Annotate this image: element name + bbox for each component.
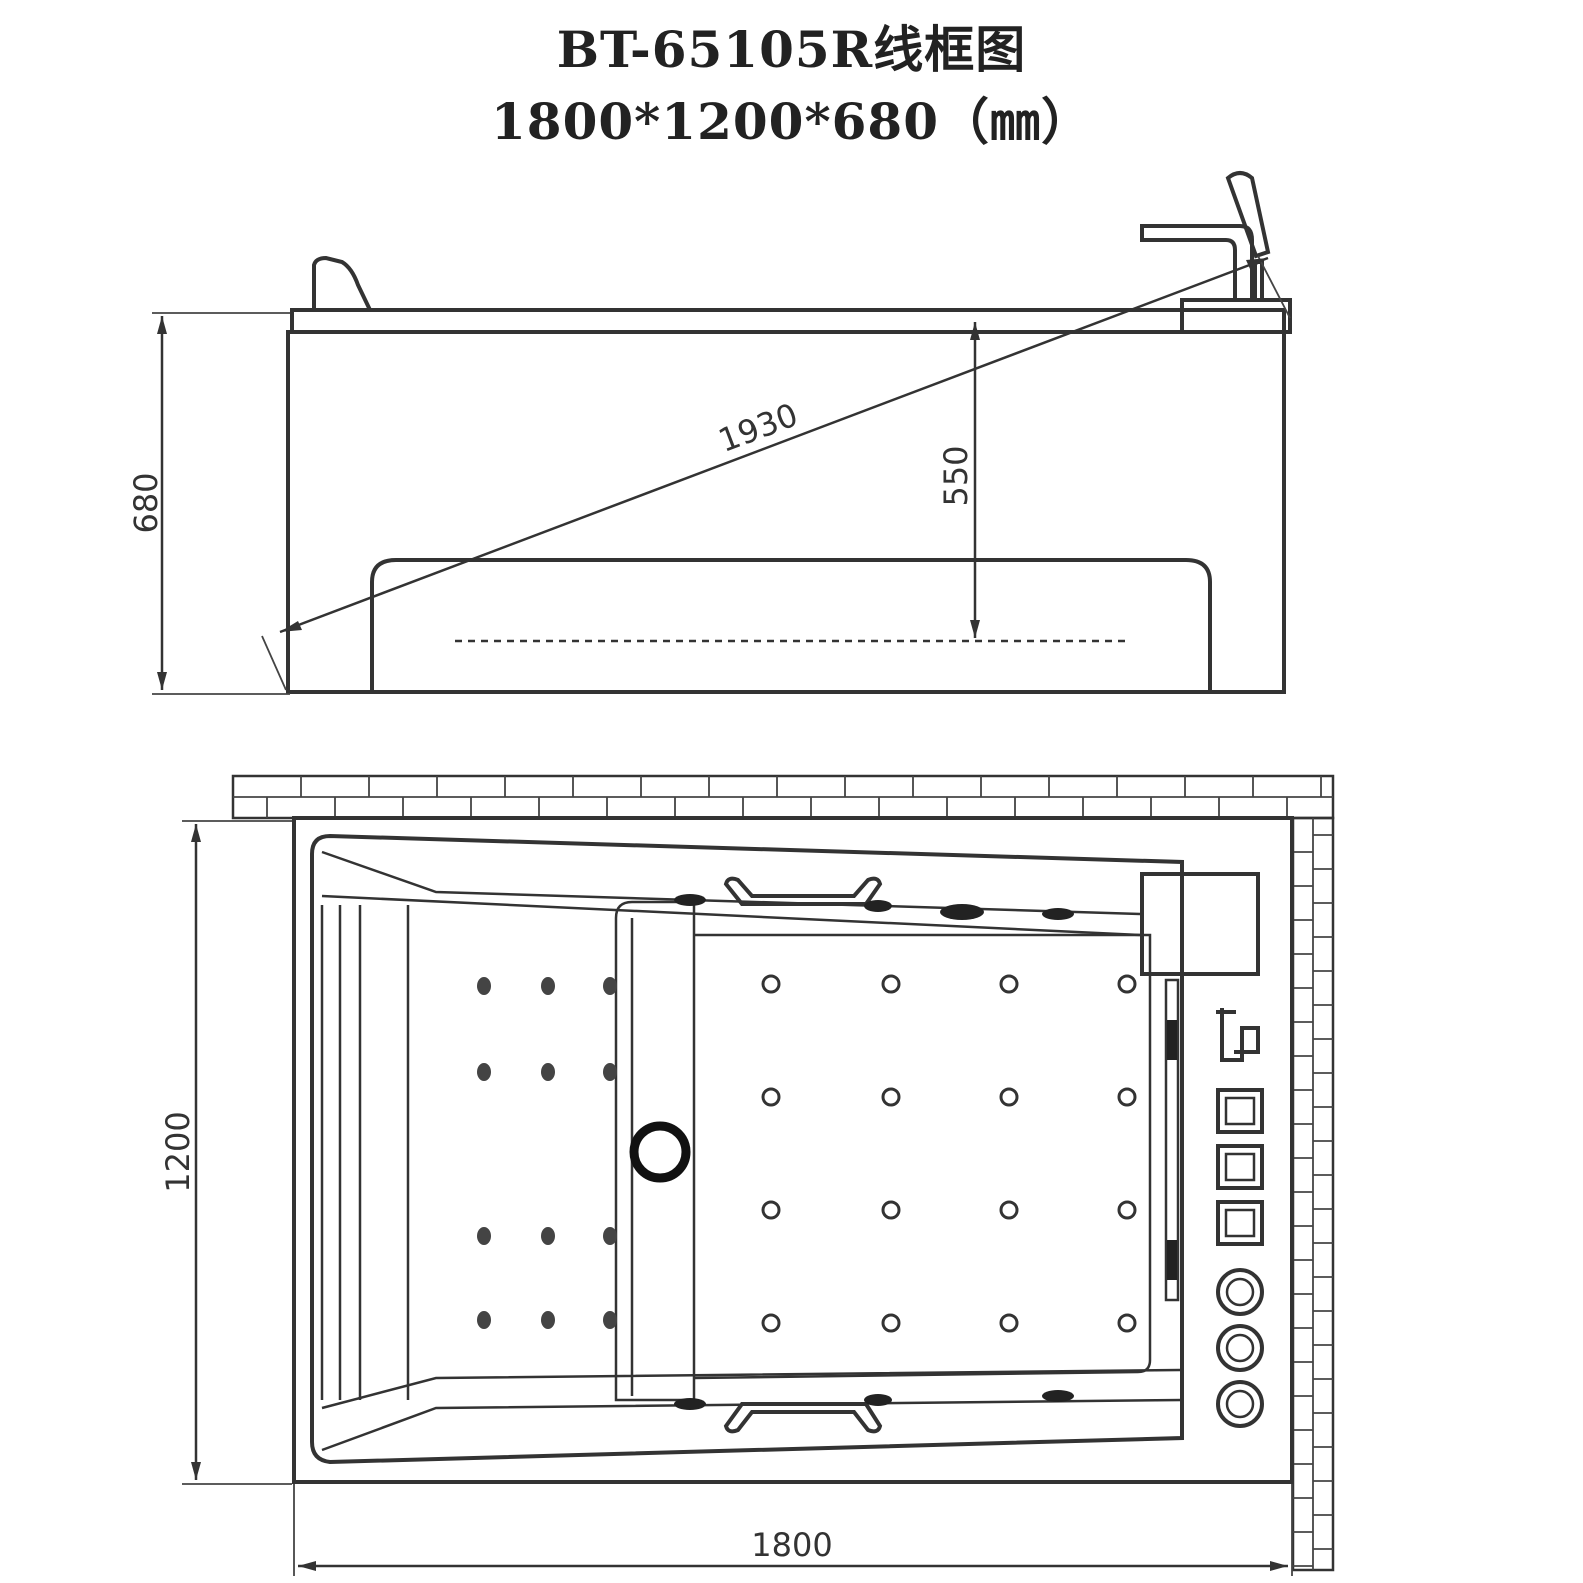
dimensions-title: 1800*1200*680（㎜）	[491, 92, 1092, 151]
model-title: BT-65105R线框图	[556, 20, 1027, 79]
top-view: 1200 1800	[159, 774, 1335, 1576]
floor-jet	[761, 1313, 781, 1333]
control-box	[1140, 872, 1260, 976]
seat-jets	[477, 977, 617, 1329]
floor-jet	[881, 1087, 901, 1107]
rim-jet	[674, 894, 706, 906]
inner-panel	[370, 558, 1212, 692]
upper-ledge-inner	[321, 894, 1141, 937]
seat-jet	[541, 977, 555, 995]
rim-jet	[864, 900, 892, 912]
round-knob-icon	[1216, 1380, 1264, 1428]
floor-jet	[1117, 974, 1137, 994]
rim-jet	[1042, 908, 1074, 920]
floor-jet	[999, 1200, 1019, 1220]
seat-jet	[603, 1311, 617, 1329]
seat-jet	[603, 1063, 617, 1081]
seat-jet	[477, 1063, 491, 1081]
headrest-profile	[312, 255, 372, 311]
drain-icon	[629, 1121, 691, 1183]
seat-jet	[477, 1227, 491, 1245]
square-button-inner	[1224, 1208, 1256, 1238]
square-button-inner	[1224, 1152, 1256, 1182]
square-button-icon	[1216, 1088, 1264, 1134]
upper-ledge	[321, 850, 1141, 916]
floor-jet	[1117, 1313, 1137, 1333]
handshower-head	[1225, 171, 1271, 259]
seat-jet	[477, 1311, 491, 1329]
side-slot	[1164, 978, 1180, 1302]
rim-jet	[674, 1398, 706, 1410]
floor-jet	[999, 974, 1019, 994]
square-button-inner	[1224, 1096, 1256, 1126]
seat-jet	[477, 977, 491, 995]
lower-ledge-inner	[321, 1398, 1183, 1452]
faucet-icon	[1220, 1008, 1260, 1062]
floor-jet	[1117, 1087, 1137, 1107]
seat-divider	[614, 900, 696, 1402]
floor-jets	[761, 974, 1137, 1333]
square-button-icon	[1216, 1144, 1264, 1190]
floor-jet	[761, 1200, 781, 1220]
floor-jet	[1117, 1200, 1137, 1220]
seat-jet	[603, 977, 617, 995]
floor-jet	[761, 1087, 781, 1107]
faucet-deck	[1180, 298, 1292, 334]
floor-jet	[761, 974, 781, 994]
rim-jet	[864, 1394, 892, 1406]
rim-jet	[1042, 1390, 1074, 1402]
faucet-spout	[1140, 224, 1254, 300]
dim-1200-label: 1200	[159, 1111, 197, 1192]
floor-jet	[999, 1313, 1019, 1333]
round-knob-inner	[1225, 1333, 1255, 1363]
seat-jet	[603, 1227, 617, 1245]
dim-1800-label: 1800	[751, 1526, 832, 1564]
seat-jet	[541, 1063, 555, 1081]
floor-jet	[881, 1313, 901, 1333]
side-jet-1	[1167, 1020, 1177, 1060]
dim-1930-ext	[261, 635, 287, 691]
floor-jet	[881, 1200, 901, 1220]
dim-1930-line	[279, 256, 1269, 634]
control-knobs	[1216, 1268, 1264, 1428]
dim-550-label: 550	[937, 445, 975, 506]
handshower-holder	[1253, 260, 1264, 298]
seat-jet	[541, 1311, 555, 1329]
control-buttons	[1216, 1088, 1264, 1246]
handshower-hose	[1257, 255, 1291, 319]
lower-grab-handle	[723, 1402, 883, 1434]
basin-outline	[310, 833, 1184, 1465]
floor-jet	[881, 974, 901, 994]
upper-grab-handle	[723, 876, 883, 906]
round-knob-icon	[1216, 1268, 1264, 1316]
round-knob-inner	[1225, 1277, 1255, 1307]
dim-680-label: 680	[127, 472, 165, 533]
floor-jet	[999, 1087, 1019, 1107]
side-view: 680 1930 550	[127, 171, 1292, 695]
tub-rim	[290, 308, 1286, 334]
square-button-icon	[1216, 1200, 1264, 1246]
side-jet-2	[1167, 1240, 1177, 1280]
rim-jet	[940, 904, 984, 920]
tub-body	[286, 330, 1286, 694]
round-knob-icon	[1216, 1324, 1264, 1372]
tub-outline-top	[292, 816, 1294, 1484]
floor-edge	[693, 933, 1152, 1380]
round-knob-inner	[1225, 1389, 1255, 1419]
seat-jet	[541, 1227, 555, 1245]
